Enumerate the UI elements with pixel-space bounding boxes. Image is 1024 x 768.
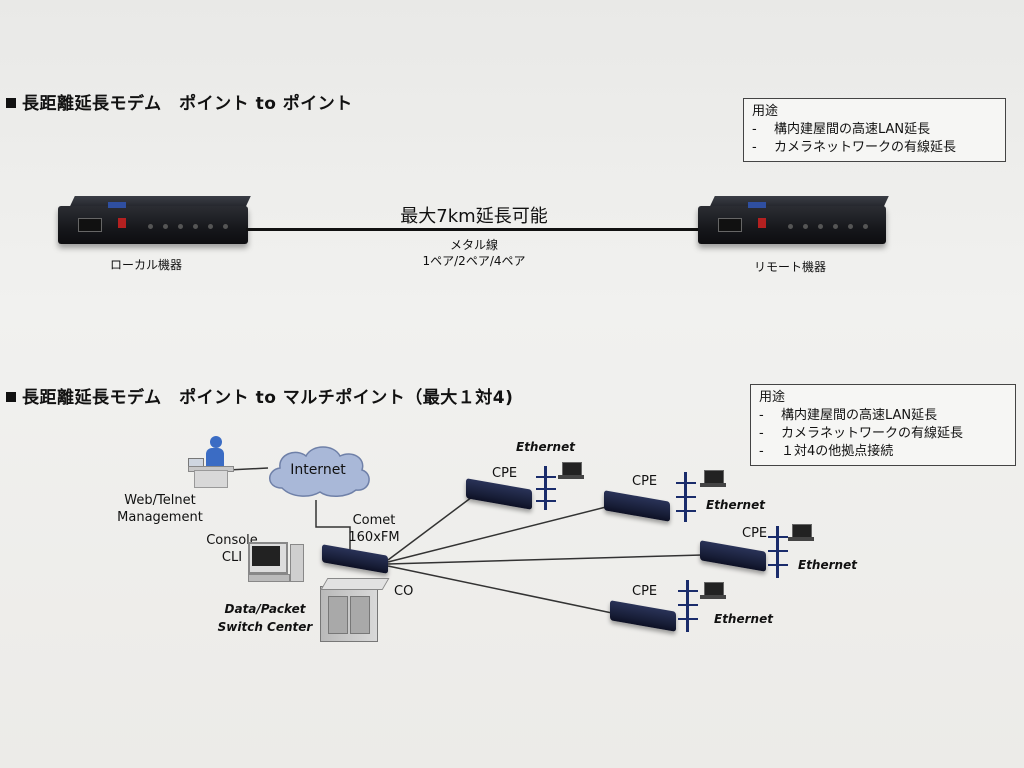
usage-title: 用途 bbox=[752, 104, 779, 119]
console-computer-icon bbox=[248, 542, 304, 584]
laptop-icon bbox=[700, 582, 726, 602]
usage-title: 用途 bbox=[759, 390, 786, 405]
serial-port-icon bbox=[718, 218, 742, 232]
laptop-icon bbox=[700, 470, 726, 490]
section2-heading: 長距離延長モデム ポイント to マルチポイント（最大１対4) bbox=[6, 383, 513, 408]
brand-label-icon bbox=[108, 202, 126, 208]
usage-item: -１対4の他拠点接続 bbox=[759, 444, 894, 459]
ethernet-label: Ethernet bbox=[798, 558, 857, 572]
pairs-label: 1ペア/2ペア/4ペア bbox=[422, 254, 526, 268]
management-workstation-icon bbox=[188, 436, 234, 492]
laptop-icon bbox=[558, 462, 584, 482]
section1-heading: 長距離延長モデム ポイント to ポイント bbox=[6, 89, 353, 114]
cpe-label: CPE bbox=[632, 584, 658, 599]
cpe-label: CPE bbox=[632, 474, 658, 489]
local-modem bbox=[58, 196, 251, 246]
cable-type-label: メタル線 bbox=[449, 238, 498, 252]
brand-label-icon bbox=[748, 202, 766, 208]
usage-item: -カメラネットワークの有線延長 bbox=[759, 426, 964, 441]
remote-modem bbox=[698, 196, 889, 248]
usage-item: -カメラネットワークの有線延長 bbox=[752, 140, 957, 155]
co-switch-center-icon bbox=[320, 578, 390, 642]
co-label: CO bbox=[394, 584, 414, 599]
distance-label: 最大7km延長可能 bbox=[400, 206, 548, 227]
ethernet-label: Ethernet bbox=[706, 498, 765, 512]
cpe-label: CPE bbox=[492, 466, 518, 481]
console-cli-label: Console CLI bbox=[206, 533, 258, 565]
ethernet-label: Ethernet bbox=[516, 440, 575, 454]
ethernet-label: Ethernet bbox=[714, 612, 773, 626]
status-led-icon bbox=[118, 218, 126, 228]
ethernet-bus-icon bbox=[776, 526, 779, 578]
cpe-label: CPE bbox=[742, 526, 768, 541]
web-telnet-label: Web/Telnet Management bbox=[117, 493, 203, 525]
usage-box-2: 用途 -構内建屋間の高速LAN延長 -カメラネットワークの有線延長 -１対4の他… bbox=[750, 384, 1016, 466]
ethernet-bus-icon bbox=[686, 580, 689, 632]
usage-item: -構内建屋間の高速LAN延長 bbox=[759, 408, 938, 423]
status-led-icon bbox=[758, 218, 766, 228]
comet-label: Comet 160xFM bbox=[348, 513, 400, 545]
internet-label: Internet bbox=[290, 462, 346, 478]
metal-cable-line bbox=[246, 228, 702, 231]
laptop-icon bbox=[788, 524, 814, 544]
switch-center-label: Data/Packet Switch Center bbox=[217, 602, 313, 634]
square-bullet-icon bbox=[6, 392, 16, 402]
usage-box-1: 用途 -構内建屋間の高速LAN延長 -カメラネットワークの有線延長 bbox=[743, 98, 1006, 162]
usage-item: -構内建屋間の高速LAN延長 bbox=[752, 122, 931, 137]
remote-device-label: リモート機器 bbox=[754, 260, 827, 274]
local-device-label: ローカル機器 bbox=[110, 258, 183, 272]
serial-port-icon bbox=[78, 218, 102, 232]
internet-cloud-icon bbox=[262, 440, 374, 500]
square-bullet-icon bbox=[6, 98, 16, 108]
